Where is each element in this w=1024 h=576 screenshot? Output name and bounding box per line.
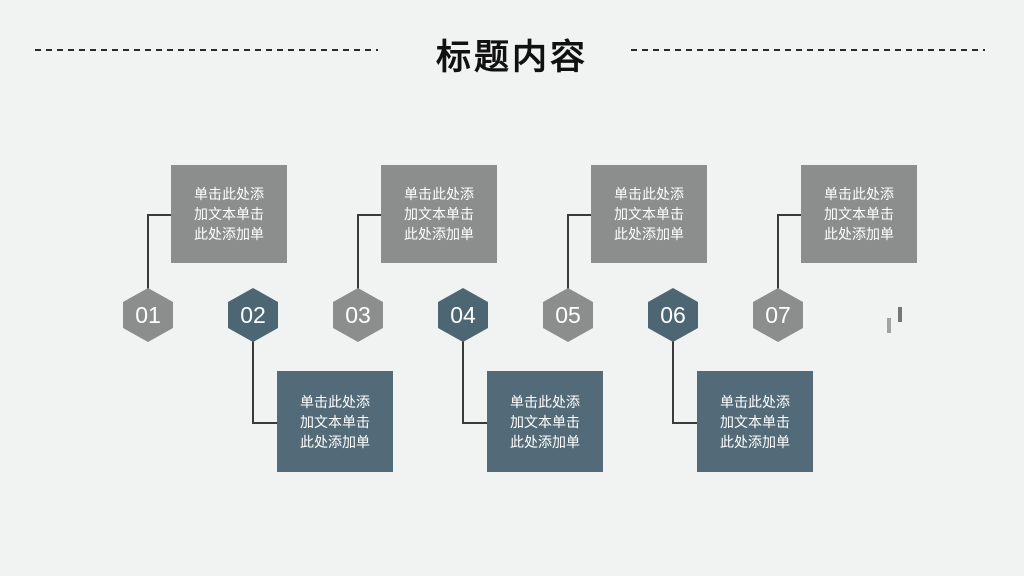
text-placeholder-box-03[interactable]: 单击此处添 加文本单击 此处添加单 xyxy=(381,165,497,263)
step-number-03: 03 xyxy=(345,301,371,328)
hexagon-step-01[interactable]: 01 xyxy=(123,288,173,342)
text-placeholder-box-04[interactable]: 单击此处添 加文本单击 此处添加单 xyxy=(487,371,603,472)
connector-line-01 xyxy=(147,214,149,290)
title-dashed-line-left xyxy=(35,49,378,51)
placeholder-line: 加文本单击 xyxy=(194,206,264,222)
title-dashed-line-right xyxy=(631,49,985,51)
placeholder-line: 单击此处添 xyxy=(720,393,790,410)
step-number-06: 06 xyxy=(660,301,686,328)
placeholder-line: 加文本单击 xyxy=(300,413,370,430)
hexagon-step-06[interactable]: 06 xyxy=(648,288,698,342)
connector-line-03 xyxy=(357,214,382,216)
placeholder-line: 单击此处添 xyxy=(510,393,580,410)
placeholder-line: 此处添加单 xyxy=(194,226,264,242)
placeholder-line: 此处添加单 xyxy=(404,226,474,242)
hexagon-step-02[interactable]: 02 xyxy=(228,288,278,342)
step-number-01: 01 xyxy=(135,301,161,328)
step-number-04: 04 xyxy=(450,301,476,328)
placeholder-line: 加文本单击 xyxy=(510,413,580,430)
placeholder-line: 此处添加单 xyxy=(824,226,894,242)
placeholder-line: 加文本单击 xyxy=(404,206,474,222)
hexagon-step-03[interactable]: 03 xyxy=(333,288,383,342)
connector-line-02 xyxy=(252,340,254,424)
text-placeholder-box-01[interactable]: 单击此处添 加文本单击 此处添加单 xyxy=(171,165,287,263)
text-placeholder-box-02[interactable]: 单击此处添 加文本单击 此处添加单 xyxy=(277,371,393,472)
connector-line-03 xyxy=(357,214,359,290)
placeholder-line: 此处添加单 xyxy=(614,226,684,242)
connector-line-06 xyxy=(672,340,674,424)
placeholder-line: 此处添加单 xyxy=(510,433,580,450)
mini-bar-chart-bar xyxy=(898,307,902,322)
hexagon-step-07[interactable]: 07 xyxy=(753,288,803,342)
placeholder-line: 单击此处添 xyxy=(300,393,370,410)
placeholder-line: 加文本单击 xyxy=(824,206,894,222)
text-placeholder-box-07[interactable]: 单击此处添 加文本单击 此处添加单 xyxy=(801,165,917,263)
connector-line-01 xyxy=(147,214,172,216)
slide-title: 标题内容 xyxy=(435,38,588,77)
connector-line-06 xyxy=(672,422,698,424)
step-number-02: 02 xyxy=(240,301,266,328)
placeholder-line: 加文本单击 xyxy=(614,206,684,222)
hexagon-step-05[interactable]: 05 xyxy=(543,288,593,342)
placeholder-line: 此处添加单 xyxy=(300,433,370,450)
placeholder-line: 此处添加单 xyxy=(720,433,790,450)
placeholder-line: 单击此处添 xyxy=(194,186,264,202)
connector-line-05 xyxy=(567,214,569,290)
connector-line-05 xyxy=(567,214,592,216)
hexagon-step-04[interactable]: 04 xyxy=(438,288,488,342)
placeholder-line: 单击此处添 xyxy=(614,186,684,202)
placeholder-line: 加文本单击 xyxy=(720,413,790,430)
connector-line-04 xyxy=(462,422,488,424)
placeholder-line: 单击此处添 xyxy=(404,186,474,202)
text-placeholder-box-06[interactable]: 单击此处添 加文本单击 此处添加单 xyxy=(697,371,813,472)
placeholder-line: 单击此处添 xyxy=(824,186,894,202)
mini-bar-chart-bar xyxy=(887,318,891,333)
connector-line-02 xyxy=(252,422,278,424)
connector-line-04 xyxy=(462,340,464,424)
step-number-07: 07 xyxy=(765,301,791,328)
connector-line-07 xyxy=(777,214,802,216)
step-number-05: 05 xyxy=(555,301,581,328)
text-placeholder-box-05[interactable]: 单击此处添 加文本单击 此处添加单 xyxy=(591,165,707,263)
connector-line-07 xyxy=(777,214,779,290)
